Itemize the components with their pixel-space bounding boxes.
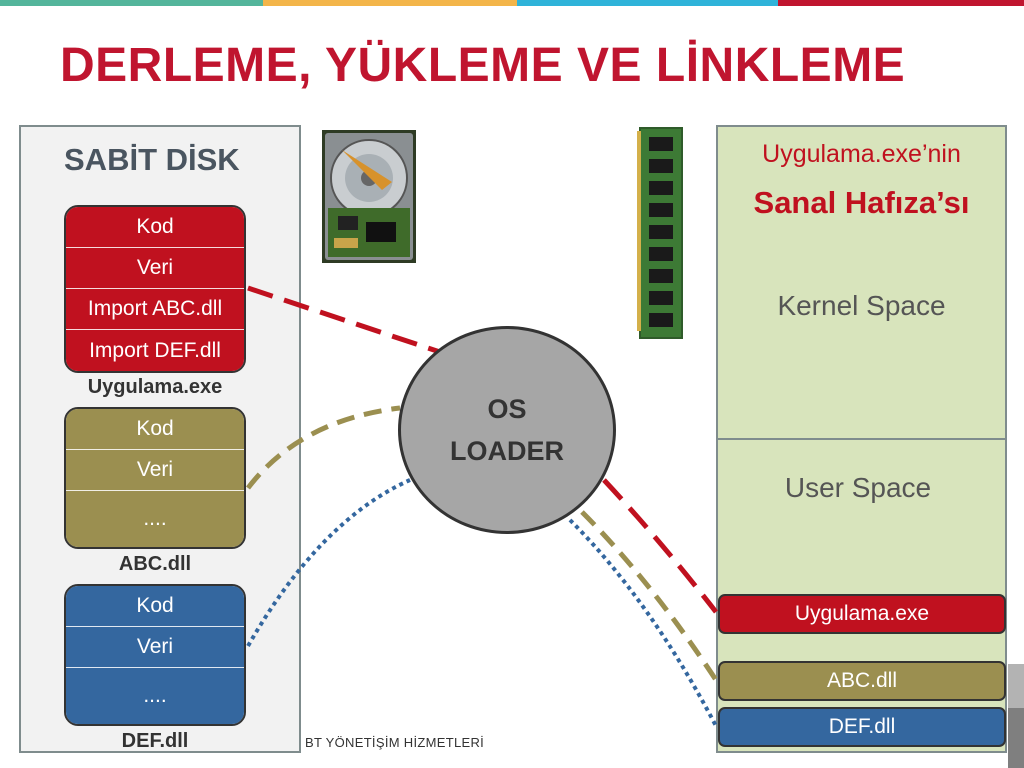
- block-row: Kod: [66, 409, 244, 450]
- block-row: Kod: [66, 586, 244, 627]
- abc-dll-block: Kod Veri ....: [64, 407, 246, 549]
- def-dll-caption: DEF.dll: [121, 730, 189, 752]
- block-row: Import DEF.dll: [66, 330, 244, 371]
- footer-text: BT YÖNETİŞİM HİZMETLERİ: [305, 735, 485, 750]
- abc-dll-segment: ABC.dll: [718, 661, 1006, 701]
- block-row: Veri: [66, 450, 244, 491]
- corner-decoration: [1008, 708, 1024, 768]
- kernel-user-divider: [716, 438, 1007, 440]
- block-row: ....: [66, 668, 244, 724]
- def-dll-segment: DEF.dll: [718, 707, 1006, 747]
- loader-to-def-segment-line: [568, 518, 718, 727]
- loader-to-abc-segment-line: [580, 510, 719, 682]
- block-row: Veri: [66, 248, 244, 289]
- hard-drive-icon: [322, 130, 416, 263]
- loader-to-uygulama-segment-line: [602, 478, 718, 614]
- block-row: Import ABC.dll: [66, 289, 244, 330]
- kernel-space-label: Kernel Space: [777, 290, 946, 321]
- def-to-loader-line: [246, 478, 411, 647]
- virtual-memory-title-line1: Uygulama.exe’nin: [762, 140, 961, 168]
- block-row: Kod: [66, 207, 244, 248]
- uygulama-exe-block: Kod Veri Import ABC.dll Import DEF.dll: [64, 205, 246, 373]
- def-dll-block: Kod Veri ....: [64, 584, 246, 726]
- ram-module-icon: [637, 127, 683, 339]
- os-loader-circle: OS LOADER: [398, 326, 616, 534]
- topbar-blue: [517, 0, 778, 6]
- topbar-yellow: [263, 0, 517, 6]
- abc-to-loader-line: [246, 405, 401, 490]
- hard-disk-title: SABİT DİSK: [64, 142, 240, 177]
- page-title: DERLEME, YÜKLEME VE LİNKLEME: [60, 39, 906, 92]
- abc-dll-caption: ABC.dll: [118, 553, 192, 575]
- os-loader-line2: LOADER: [450, 436, 564, 466]
- os-loader-line1: OS: [487, 394, 527, 424]
- uygulama-exe-segment: Uygulama.exe: [718, 594, 1006, 634]
- uygulama-to-loader-line: [247, 285, 441, 355]
- virtual-memory-title-line2: Sanal Hafıza’sı: [753, 185, 970, 220]
- uygulama-exe-caption: Uygulama.exe: [87, 376, 223, 398]
- topbar-red: [778, 0, 1024, 6]
- topbar-green: [0, 0, 263, 6]
- block-row: Veri: [66, 627, 244, 668]
- user-space-label: User Space: [784, 472, 932, 503]
- block-row: ....: [66, 491, 244, 547]
